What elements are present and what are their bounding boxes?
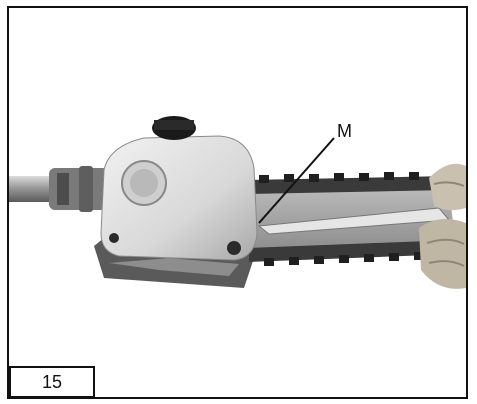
glove-bottom <box>419 219 466 289</box>
saw-chain <box>249 176 455 262</box>
bolt <box>227 241 241 255</box>
figure-number-box: 15 <box>9 366 95 398</box>
callout-line <box>258 137 335 224</box>
glove-top <box>429 163 466 211</box>
chainsaw-photo <box>9 116 466 289</box>
callout-label-m: M <box>337 121 352 141</box>
